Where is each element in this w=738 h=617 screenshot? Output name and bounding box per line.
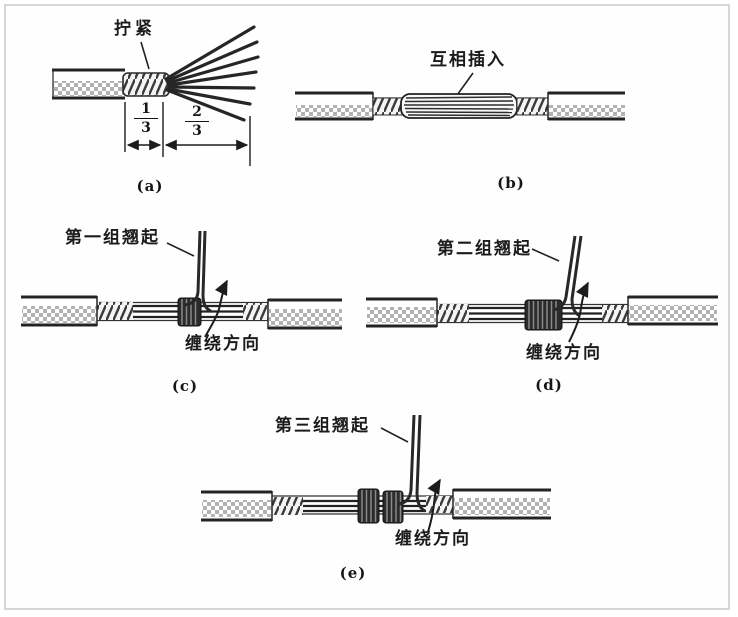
fraction-two-thirds: 2 3: [185, 104, 209, 139]
binding-coil-second: [382, 490, 404, 524]
winding-direction-arrow: [427, 478, 441, 533]
winding-direction-label: 缠绕方向: [526, 343, 602, 363]
figure-e-drawing: [201, 414, 551, 533]
cable-right-insulation: [627, 295, 718, 326]
cable-insulation: [52, 68, 125, 100]
bare-strands-left: [97, 302, 133, 320]
winding-direction-label: 缠绕方向: [395, 529, 471, 549]
cable-right-insulation: [547, 91, 625, 121]
insert-label: 互相插入: [430, 50, 506, 70]
winding-direction-arrow: [204, 279, 228, 338]
bare-strands-right: [602, 305, 628, 322]
fraction-numerator: 2: [185, 104, 209, 123]
binding-coil: [177, 297, 202, 327]
lifted-strand-group: [184, 230, 212, 313]
figure-a-caption: (a): [136, 177, 164, 195]
bare-strands-left: [437, 304, 469, 322]
figure-e-caption: (e): [339, 564, 367, 582]
dimension-marks: [124, 102, 251, 166]
lift-group-label: 第二组翘起: [437, 239, 532, 259]
bare-strands-right: [516, 97, 549, 116]
cable-left-insulation: [295, 91, 374, 121]
figure-e: 第三组翘起 缠绕方向 (e): [195, 410, 565, 590]
figure-b-drawing: [295, 72, 625, 121]
lifted-strand-group: [552, 235, 583, 318]
fraction-numerator: 1: [134, 101, 158, 120]
lift-group-label: 第三组翘起: [275, 416, 370, 436]
figure-a: 拧紧 1 3 2 3 (a): [30, 15, 270, 200]
lift-leader-line: [166, 242, 195, 257]
bare-strands-right: [243, 303, 268, 320]
lifted-strand-group: [398, 414, 426, 513]
lift-leader-line: [380, 427, 409, 443]
figure-d-drawing: [366, 235, 718, 343]
cable-right-insulation: [267, 298, 342, 330]
figure-b-caption: (b): [497, 174, 525, 192]
cable-right-insulation: [452, 488, 551, 520]
figure-c: 第一组翘起 缠绕方向 (c): [15, 225, 350, 400]
winding-direction-label: 缠绕方向: [185, 334, 261, 354]
figure-a-drawing: [52, 25, 260, 166]
cable-left-insulation: [201, 490, 273, 522]
binding-coil-first: [357, 488, 380, 524]
tighten-label: 拧紧: [114, 19, 156, 39]
cable-left-insulation: [366, 297, 438, 328]
cable-left-insulation: [21, 295, 98, 327]
figure-b: 互相插入 (b): [293, 48, 628, 198]
figure-d: 第二组翘起 缠绕方向 (d): [362, 230, 722, 400]
bare-strands-left: [272, 497, 303, 515]
winding-direction-arrow: [568, 281, 589, 343]
bare-strands-right: [426, 496, 453, 513]
lift-group-label: 第一组翘起: [65, 228, 160, 248]
figure-c-caption: (c): [171, 377, 199, 395]
figure-d-caption: (d): [535, 376, 563, 394]
tighten-leader-line: [140, 41, 150, 70]
figure-c-drawing: [21, 230, 342, 338]
fanned-strands: [164, 25, 260, 122]
twisted-section: [122, 72, 170, 97]
fraction-denominator: 3: [192, 123, 202, 140]
fraction-denominator: 3: [141, 120, 151, 137]
interleaved-strands: [400, 93, 518, 119]
fraction-one-third: 1 3: [134, 101, 158, 136]
binding-coil: [524, 299, 563, 331]
lift-leader-line: [531, 248, 560, 262]
